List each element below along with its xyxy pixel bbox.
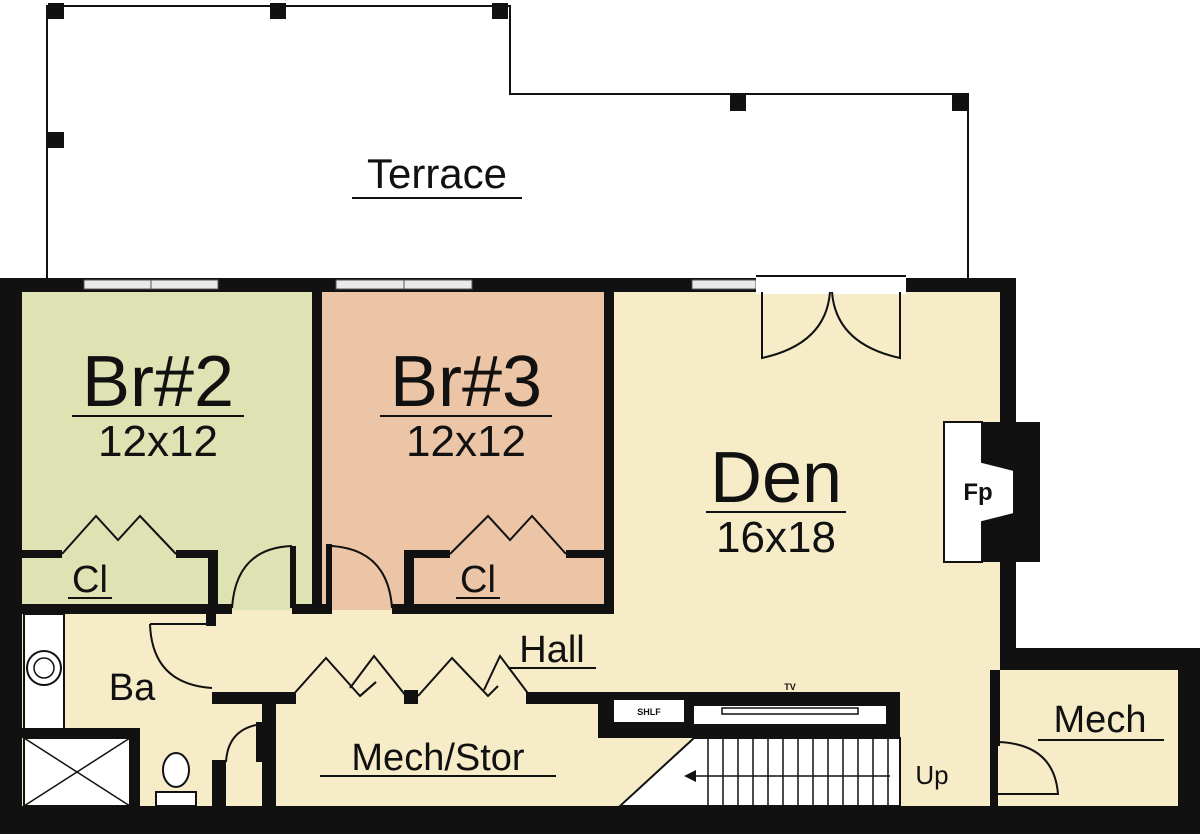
wall-right-lower (1178, 648, 1200, 834)
mech-stor-label: Mech/Stor (351, 737, 525, 779)
stairs-up-label: Up (915, 760, 948, 790)
stairs (617, 737, 901, 807)
terrace-post (492, 3, 508, 19)
shelf-unit (614, 700, 684, 722)
toilet-icon (162, 752, 190, 788)
stair-arrow-icon (684, 770, 696, 782)
terrace-label: Terrace (367, 150, 507, 197)
bifold-door-c (417, 654, 531, 698)
fireplace-label: Fp (963, 479, 992, 506)
window (691, 279, 757, 290)
wall-br-bottom-mid (292, 604, 332, 614)
wall-bottom (0, 806, 1200, 834)
stair-treads (707, 738, 889, 806)
mech-label: Mech (1054, 699, 1147, 741)
sink-icon (26, 650, 62, 686)
wall-mech-top (1000, 648, 1200, 670)
wall-br3-bottom (392, 604, 614, 614)
fireplace-hearth (943, 421, 1015, 563)
tv-label: TV (784, 682, 796, 692)
bifold-door-b (349, 654, 407, 697)
br2-label: Br#2 (82, 342, 234, 422)
door-br3 (331, 545, 393, 609)
terrace-post (730, 95, 746, 111)
br2-floor (22, 292, 316, 610)
terrace-outline (46, 5, 969, 278)
french-door-right (831, 291, 901, 360)
exterior-notch (1016, 278, 1200, 648)
wall-left (0, 278, 22, 834)
wall-br2-bottom (22, 604, 232, 614)
closet-door-br2 (61, 514, 177, 555)
vanity (23, 613, 65, 733)
br3-floor (322, 292, 608, 610)
terrace-post (270, 3, 286, 19)
bath-label: Ba (109, 667, 156, 709)
closet-br2-label: Cl (72, 559, 108, 601)
wall-br3-den (604, 290, 614, 608)
wall-br2-br3 (312, 290, 322, 608)
shelf-label: SHLF (637, 707, 661, 717)
hall-label: Hall (519, 629, 584, 671)
door-br2 (231, 545, 293, 609)
den-size: 16x18 (716, 513, 836, 562)
br3-size: 12x12 (406, 417, 526, 466)
br3-label: Br#3 (390, 342, 542, 422)
french-door-left (761, 291, 831, 360)
french-door-opening (756, 276, 906, 294)
br2-size: 12x12 (98, 417, 218, 466)
closet-door-br3 (449, 514, 567, 555)
terrace-post (48, 132, 64, 148)
terrace-post (48, 3, 64, 19)
door-bath (149, 623, 213, 689)
den-label: Den (710, 438, 842, 518)
terrace-post (952, 95, 968, 111)
door-mech (997, 741, 1060, 795)
closet-br3-label: Cl (460, 559, 496, 601)
